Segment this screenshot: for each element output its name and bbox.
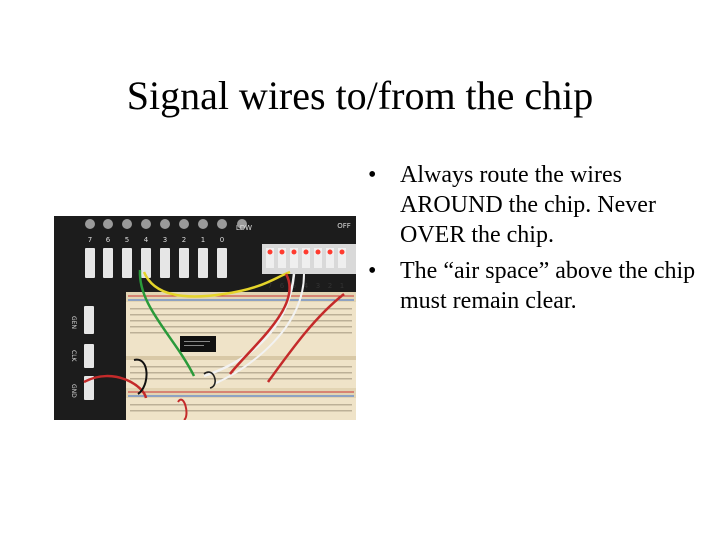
- led-number-4: 4: [304, 282, 309, 290]
- switch-number-2: 2: [182, 236, 186, 244]
- red-wire-1: [229, 273, 291, 375]
- red-wire-3: [83, 374, 148, 399]
- switch-number-4: 4: [144, 236, 149, 244]
- led-number-6: 6: [280, 282, 285, 290]
- yellow-wire: [142, 270, 291, 298]
- switch-number-3: 3: [163, 236, 167, 244]
- slide-title: Signal wires to/from the chip: [126, 73, 594, 118]
- off-label: OFF: [337, 222, 351, 230]
- ldw-label: LDW: [236, 224, 252, 232]
- white-wire-2: [213, 273, 305, 385]
- toggle-switches: [85, 248, 227, 278]
- red-wire-4: [177, 398, 188, 420]
- breadboard-illustration: 7 6 5 4 3 2 1 0 LDW OFF: [54, 216, 356, 420]
- switch-number-1: 1: [201, 236, 205, 244]
- green-wire: [138, 269, 196, 377]
- black-wire: [133, 358, 148, 395]
- bullet-marker: •: [368, 258, 377, 284]
- led-number-3: 3: [316, 282, 320, 290]
- led-number-5: 5: [292, 282, 296, 290]
- bullet-item: • The “air space” above the chip must re…: [366, 256, 706, 316]
- switch-number-5: 5: [125, 236, 129, 244]
- knob-row: [85, 219, 247, 229]
- led-number-1: 1: [340, 282, 344, 290]
- switch-number-0: 0: [220, 236, 224, 244]
- bullet-text: The “air space” above the chip must rema…: [400, 258, 696, 314]
- bullet-item: • Always route the wires AROUND the chip…: [366, 160, 706, 250]
- switch-number-7: 7: [88, 236, 92, 244]
- gnd-label: GND: [70, 384, 77, 398]
- white-wire-1: [203, 273, 296, 378]
- led-number-7: 7: [268, 282, 272, 290]
- red-wire-2: [266, 293, 345, 383]
- bullet-marker: •: [368, 162, 377, 188]
- gen-label: GEN: [70, 316, 77, 329]
- bullet-text: Always route the wires AROUND the chip. …: [400, 162, 656, 248]
- switch-number-6: 6: [106, 236, 111, 244]
- led-row: [266, 248, 346, 268]
- led-number-2: 2: [328, 282, 332, 290]
- ic-chip: [180, 336, 216, 352]
- breadboard-photo: 7 6 5 4 3 2 1 0 LDW OFF: [54, 216, 356, 420]
- clk-label: CLK: [70, 350, 77, 363]
- bullet-list: • Always route the wires AROUND the chip…: [366, 160, 706, 322]
